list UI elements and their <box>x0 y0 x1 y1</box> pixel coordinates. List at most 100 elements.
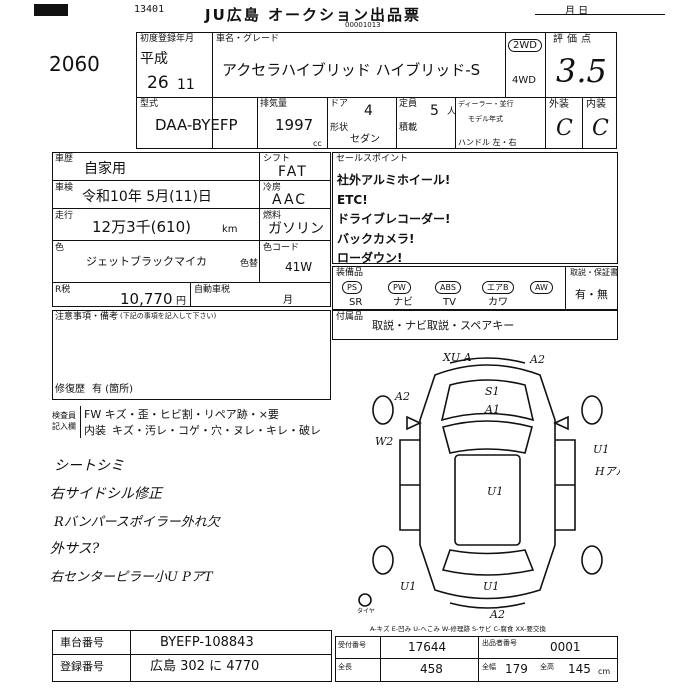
diagram-mark: U1 <box>483 580 499 593</box>
registration-label: 登録番号 <box>60 660 104 673</box>
lot-code: 13401 <box>134 4 165 15</box>
attachments-block <box>332 310 618 340</box>
equipment-badge-abs: ABS <box>435 281 461 294</box>
repair-label: 修復歴 <box>55 384 85 395</box>
handwritten-note: 外サス? <box>50 541 100 557</box>
tax-label: R税 <box>55 285 71 295</box>
diagram-mark: W2 <box>375 435 393 448</box>
exterior-grade: C <box>556 116 573 141</box>
notes-label: 注意事項・備考 <box>55 312 119 322</box>
fuel-label: 燃料 <box>263 211 282 221</box>
capacity-unit: 人 <box>447 107 457 117</box>
repair-value: 有 (箇所) <box>92 384 133 395</box>
mileage-unit: km <box>222 224 238 235</box>
chassis-value: BYEFP-108843 <box>160 635 254 650</box>
handwritten-notes: シートシミ 右サイドシル修正 Rバンパースポイラー外れ欠 外サス? 右センターピ… <box>50 455 350 585</box>
equipment-badge-pw: PW <box>388 281 411 294</box>
displacement-unit: cc <box>313 139 322 148</box>
mileage-value: 12万3千(610) <box>92 218 191 236</box>
sales-point-item: バックカメラ! <box>337 231 415 246</box>
color-label: 色 <box>55 243 65 253</box>
car-damage-diagram: XU A A2 S1 A1 A2 W2 U1 U1 Hアル U1 U1 A2 タ… <box>357 351 620 620</box>
aircon-label: 冷房 <box>263 183 282 193</box>
top-block <box>136 32 617 149</box>
color-code-label: 色コード <box>263 243 300 253</box>
manual-value: 有・無 <box>575 288 608 301</box>
equipment-label: 装備品 <box>336 268 364 278</box>
handwritten-note: Rバンパースポイラー外れ欠 <box>54 515 220 530</box>
diagram-mark: U1 <box>593 443 609 456</box>
fuel-value: ガソリン <box>268 221 324 237</box>
capacity-sub: 積載 <box>399 123 418 133</box>
exhibitor-no-value: 0001 <box>550 640 581 654</box>
diagram-mark: U1 <box>487 485 503 498</box>
car-name-label: 車名・グレード <box>216 34 280 44</box>
sales-point-label: セールスポイント <box>336 154 409 164</box>
equipment-text-leather: カワ <box>488 297 508 308</box>
inspector-row2: キズ・汚レ・コゲ・穴・ヌレ・キレ・破レ <box>112 424 321 437</box>
registration-value: 広島 302 に 4770 <box>150 659 260 674</box>
aircon-value: AAC <box>272 192 308 208</box>
color-value: ジェットブラックマイカ <box>86 255 207 268</box>
form-no-label: 受付番号 <box>338 641 366 649</box>
diagram-mark: タイヤ <box>357 607 375 615</box>
sales-point-item: 社外アルミホイール! <box>337 173 451 187</box>
interior-grade: C <box>592 116 609 141</box>
page-title: JU広島 オークション出品票 <box>205 6 421 24</box>
displacement-label: 排気量 <box>260 99 288 109</box>
diagram-mark: A2 <box>394 390 410 403</box>
color-change-label: 色替 <box>240 259 259 269</box>
tax-period: 月 <box>283 295 293 306</box>
attachments-value: 取説・ナビ取説・スペアキー <box>372 319 515 332</box>
handwritten-note: 右サイドシル修正 <box>50 486 162 502</box>
sales-point-list: 社外アルミホイール! ETC! ドライブレコーダー! バックカメラ! ローダウン… <box>337 171 450 269</box>
damage-legend: A-キズ E-凹み U-へこみ W-修理跡 S-サビ C-腐食 XX-要交換 <box>370 625 546 633</box>
shape-label: 形状 <box>330 123 349 133</box>
inspection-value: 令和10年 5月(11)日 <box>82 189 212 205</box>
sales-point-item: ローダウン! <box>337 251 403 265</box>
equipment-text-navi: ナビ <box>393 297 413 308</box>
height-label: 全高 <box>540 663 554 671</box>
height-value: 145 <box>568 662 591 676</box>
equipment-badge-ps: PS <box>342 281 362 294</box>
diagram-mark: A2 <box>489 608 505 620</box>
shift-value: FAT <box>278 164 308 180</box>
diagram-mark: A1 <box>484 403 500 416</box>
length-value: 458 <box>420 662 443 676</box>
drive-2wd: 2WD <box>508 39 542 52</box>
doors-value: 4 <box>364 103 373 119</box>
score-label: 評価点 <box>553 34 595 45</box>
model-year-label: モデル年式 <box>468 115 503 123</box>
inspector-row1: FW キズ・歪・ヒビ割・リペア跡・×要 <box>84 408 279 421</box>
manual-label: 取説・保証書 <box>570 268 618 277</box>
equipment-text-tv: TV <box>443 297 456 308</box>
sales-point-block <box>332 152 618 264</box>
bottom-table <box>52 630 332 682</box>
first-reg-month: 11 <box>177 77 195 93</box>
displacement-value: 1997 <box>275 116 314 134</box>
equipment-text-sr: SR <box>349 297 363 308</box>
score-value: 3.5 <box>556 52 607 90</box>
sales-point-item: ドライブレコーダー! <box>337 212 451 226</box>
header-blot <box>34 4 68 16</box>
chassis-label: 車台番号 <box>60 636 104 649</box>
doors-label: ドア <box>330 99 349 109</box>
shift-label: シフト <box>263 154 291 164</box>
dims-unit: cm <box>598 667 611 676</box>
inspection-label: 車検 <box>55 183 74 193</box>
equipment-badge-airbag: エアB <box>482 281 514 294</box>
width-value: 179 <box>505 662 528 676</box>
diagram-mark: Hアル <box>594 465 620 478</box>
first-reg-era: 平成 <box>140 51 168 67</box>
diagram-mark: U1 <box>400 580 416 593</box>
tax-unit: 円 <box>176 296 186 307</box>
color-code: 41W <box>285 260 313 274</box>
stamp-code: 00001013 <box>345 21 381 29</box>
notes-block <box>52 310 331 400</box>
capacity-value: 5 <box>430 103 439 119</box>
shape-value: セダン <box>350 134 380 145</box>
usage-label: 車歴 <box>55 154 74 164</box>
car-name-value: アクセラハイブリッド ハイブリッド-S <box>222 61 481 79</box>
equipment-block <box>332 266 618 310</box>
form-no-value: 17644 <box>408 640 447 654</box>
